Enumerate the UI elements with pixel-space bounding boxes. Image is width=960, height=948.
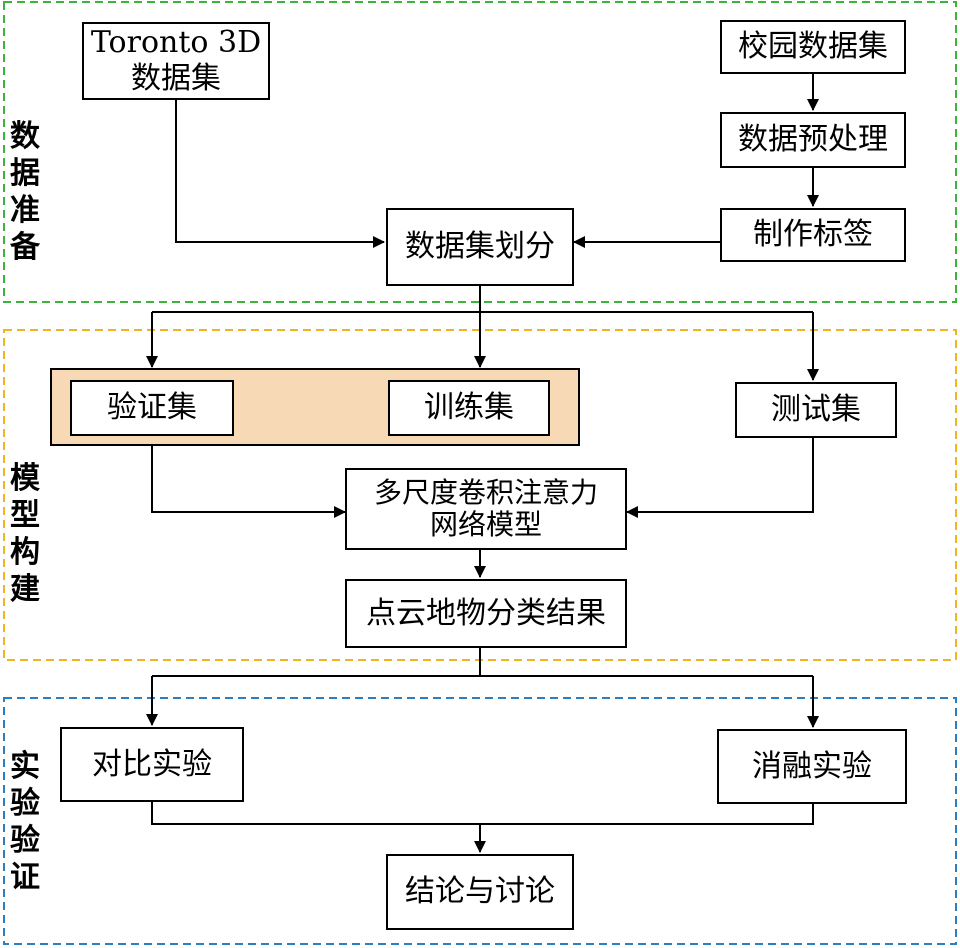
training-set-box: 训练集 xyxy=(388,380,550,436)
data-prep-region xyxy=(3,1,957,303)
line-result-branch xyxy=(152,648,813,677)
split-box: 数据集划分 xyxy=(386,208,574,286)
network-model-box: 多尺度卷积注意力 网络模型 xyxy=(345,468,627,550)
arrow-test-to-network xyxy=(626,438,814,518)
toronto-dataset-box: Toronto 3D 数据集 xyxy=(82,22,270,100)
labeling-box: 制作标签 xyxy=(720,208,906,262)
ablation-experiment-box: 消融实验 xyxy=(717,729,907,804)
data-prep-label: 数 据 准 备 xyxy=(10,119,40,265)
line-split-branch xyxy=(152,286,813,313)
conclusion-box: 结论与讨论 xyxy=(386,854,574,930)
experiment-label: 实 验 验 证 xyxy=(10,749,40,895)
line-experiments-merge xyxy=(151,802,814,825)
preprocess-box: 数据预处理 xyxy=(720,112,906,168)
validation-set-box: 验证集 xyxy=(70,380,234,436)
test-set-box: 测试集 xyxy=(735,382,897,438)
model-build-label: 模 型 构 建 xyxy=(10,461,40,607)
campus-dataset-box: 校园数据集 xyxy=(720,20,906,74)
experiment-region xyxy=(3,697,957,945)
arrow-validation-to-network xyxy=(151,436,346,518)
arrow-toronto-to-split xyxy=(175,100,385,248)
comparison-experiment-box: 对比实验 xyxy=(60,727,244,802)
result-box: 点云地物分类结果 xyxy=(345,579,627,648)
